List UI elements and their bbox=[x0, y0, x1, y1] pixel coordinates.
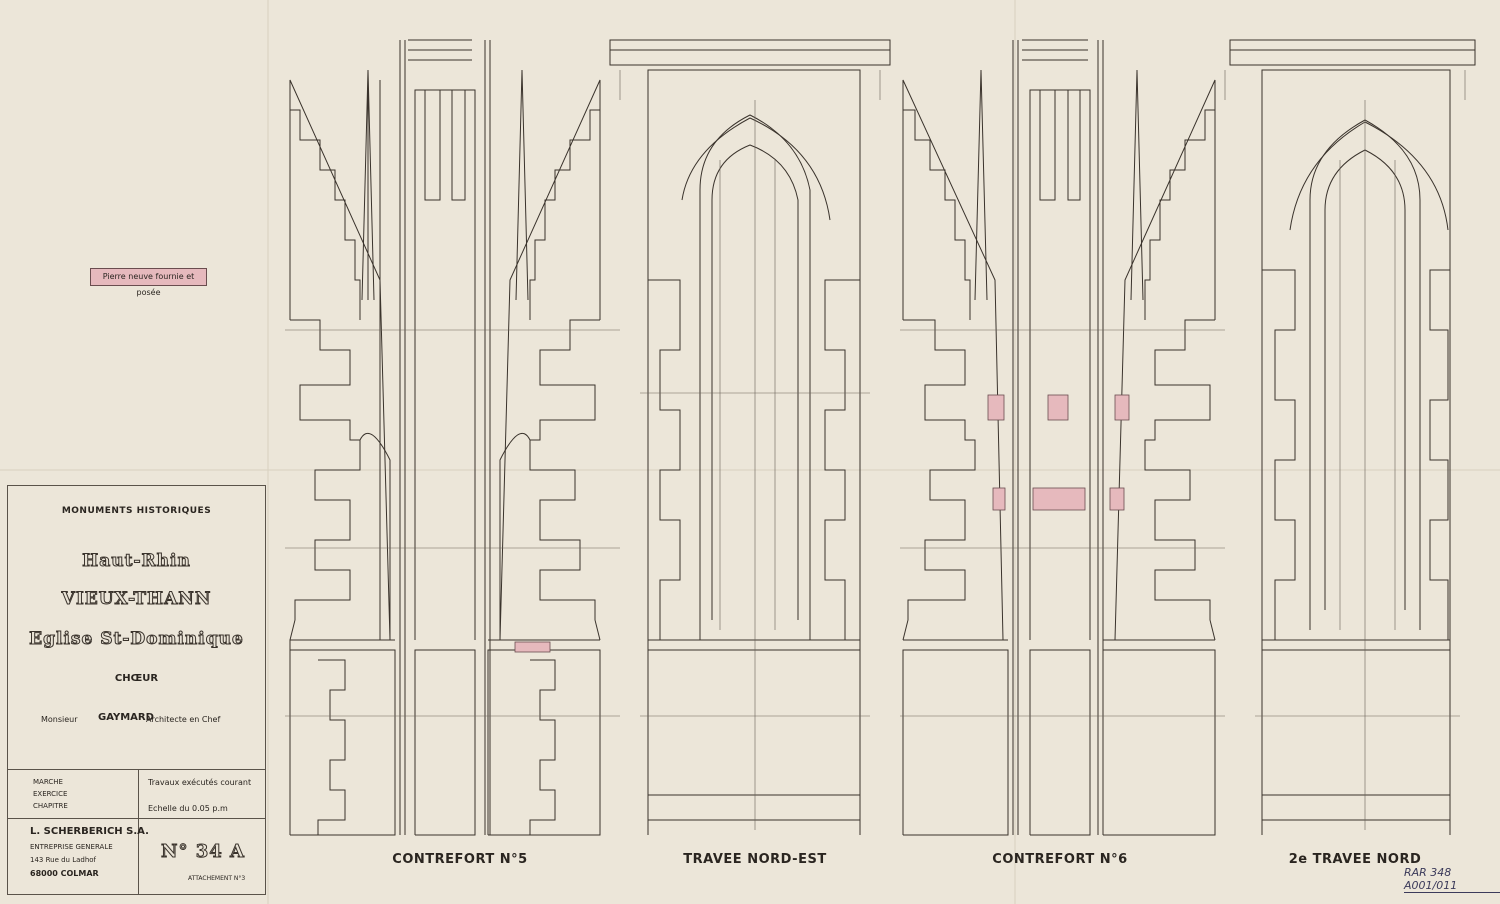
company-address: 143 Rue du Ladhof bbox=[30, 856, 97, 864]
company-name: L. SCHERBERICH S.A. bbox=[30, 826, 149, 837]
elevation-title-contrefort-5: CONTREFORT N°5 bbox=[392, 852, 528, 867]
elevation-title-travee-nord-est: TRAVEE NORD-EST bbox=[683, 852, 827, 867]
architect-role: Architecte en Chef bbox=[146, 715, 221, 724]
travee-nord-est-elevation bbox=[609, 39, 891, 835]
company-sub: ENTREPRISE GENERALE bbox=[30, 843, 113, 851]
elevation-title-travee-nord: 2e TRAVEE NORD bbox=[1288, 852, 1422, 867]
department: Haut-Rhin bbox=[82, 551, 191, 572]
admin-line: CHAPITRE bbox=[33, 802, 68, 810]
architect-name: GAYMARD bbox=[98, 712, 154, 723]
drawing-number: N° 34 A bbox=[160, 841, 245, 863]
part: CHŒUR bbox=[114, 673, 159, 684]
building: Eglise St-Dominique bbox=[29, 629, 244, 650]
admin-line: MARCHE bbox=[33, 778, 63, 786]
elevation-title-contrefort-6: CONTREFORT N°6 bbox=[992, 852, 1128, 867]
town: VIEUX-THANN bbox=[61, 589, 212, 610]
heading: MONUMENTS HISTORIQUES bbox=[61, 506, 212, 516]
divider bbox=[8, 818, 265, 819]
legend-new-stone: Pierre neuve fournie et posée bbox=[90, 268, 207, 297]
architect-prefix: Monsieur bbox=[41, 715, 78, 724]
new-stone-areas bbox=[514, 394, 1130, 653]
contrefort-5-elevation bbox=[289, 39, 601, 836]
archive-reference: RAR 348 A001/011 bbox=[1404, 866, 1500, 893]
title-block: MONUMENTS HISTORIQUES Haut-Rhin VIEUX-TH… bbox=[7, 485, 266, 895]
admin-line: EXERCICE bbox=[33, 790, 68, 798]
contrefort-6-elevation bbox=[902, 39, 1216, 836]
scale: Echelle du 0.05 p.m bbox=[148, 804, 228, 813]
attachment-number: ATTACHEMENT N°3 bbox=[188, 875, 246, 882]
company-city: 68000 COLMAR bbox=[30, 869, 99, 878]
works-type: Travaux exécutés courant bbox=[148, 778, 252, 787]
divider bbox=[8, 769, 265, 770]
divider bbox=[138, 769, 139, 894]
